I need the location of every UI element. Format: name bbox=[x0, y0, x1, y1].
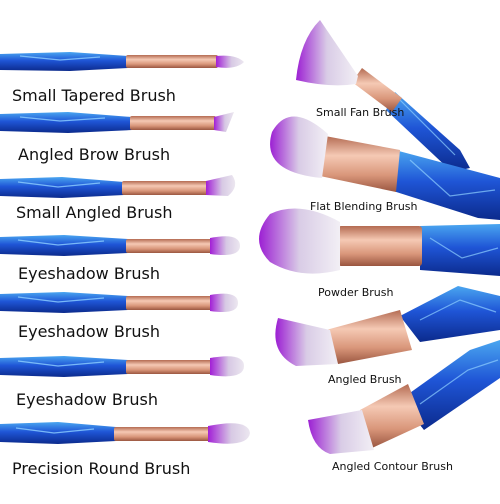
label-eyeshadow-brush-2: Eyeshadow Brush bbox=[18, 322, 160, 341]
brush-small-fan bbox=[296, 20, 470, 172]
label-angled-brow-brush: Angled Brow Brush bbox=[18, 145, 171, 164]
label-precision-round-brush: Precision Round Brush bbox=[12, 459, 191, 478]
brush-angled bbox=[275, 286, 500, 366]
label-small-angled-brush: Small Angled Brush bbox=[16, 203, 173, 222]
brush-flat-blending bbox=[270, 116, 500, 220]
label-powder-brush: Powder Brush bbox=[318, 286, 394, 299]
brush-angled-contour bbox=[308, 340, 500, 454]
brush-small-angled bbox=[0, 175, 236, 198]
label-angled-brush: Angled Brush bbox=[328, 373, 402, 386]
label-eyeshadow-brush-3: Eyeshadow Brush bbox=[16, 390, 158, 409]
label-eyeshadow-brush-1: Eyeshadow Brush bbox=[18, 264, 160, 283]
brush-angled-brow bbox=[0, 112, 234, 133]
label-angled-contour-brush: Angled Contour Brush bbox=[332, 460, 453, 473]
brush-eyeshadow-1 bbox=[0, 235, 240, 256]
label-small-tapered-brush: Small Tapered Brush bbox=[12, 86, 176, 105]
brush-eyeshadow-3 bbox=[0, 356, 244, 377]
brush-powder bbox=[259, 208, 500, 276]
brush-eyeshadow-2 bbox=[0, 292, 238, 313]
brush-precision-round bbox=[0, 422, 250, 444]
brush-small-tapered bbox=[0, 52, 244, 71]
label-flat-blending-brush: Flat Blending Brush bbox=[310, 200, 418, 213]
label-small-fan-brush: Small Fan Brush bbox=[316, 106, 405, 119]
